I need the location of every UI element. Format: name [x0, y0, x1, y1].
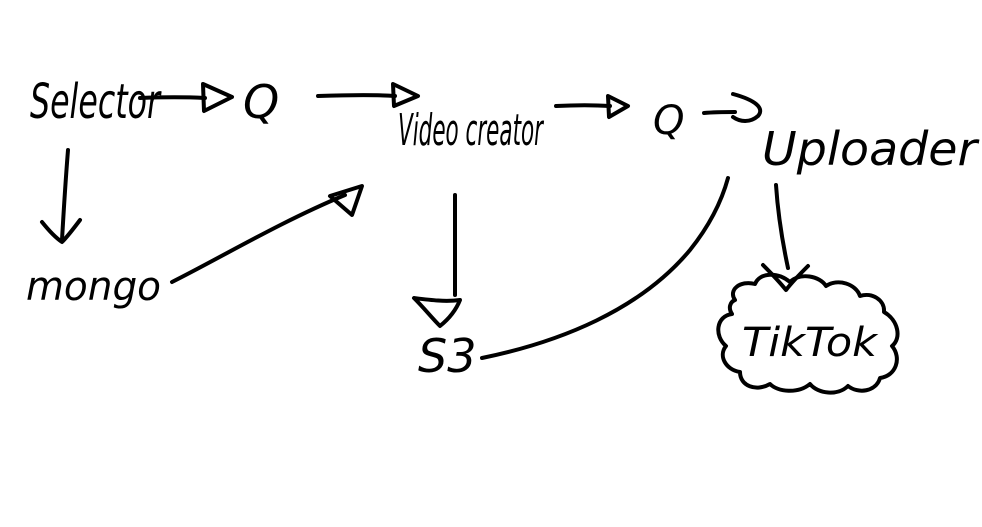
edge-s3-to-uploader — [480, 176, 730, 360]
node-mongo: mongo — [26, 264, 161, 310]
node-selector: Selector — [30, 74, 162, 130]
node-queue-1: Q — [243, 75, 279, 129]
edge-uploader-to-tiktok — [761, 183, 810, 292]
node-queue-2: Q — [653, 98, 684, 144]
node-s3: S3 — [418, 329, 476, 383]
edge-queue-2-to-uploader — [702, 92, 763, 123]
node-tiktok: TikTok — [742, 320, 879, 366]
edge-video-creator-to-queue-2 — [554, 94, 630, 119]
edge-mongo-to-video-creator — [170, 184, 364, 284]
node-video-creator: Video creator — [398, 105, 544, 156]
edge-video-creator-to-s3 — [412, 193, 462, 328]
node-uploader: Uploader — [762, 122, 980, 176]
edge-selector-to-queue-1 — [138, 82, 234, 113]
edge-queue-1-to-video-creator — [316, 82, 420, 108]
edge-selector-to-mongo — [40, 148, 82, 244]
tiktok-cloud-shape — [716, 272, 900, 395]
